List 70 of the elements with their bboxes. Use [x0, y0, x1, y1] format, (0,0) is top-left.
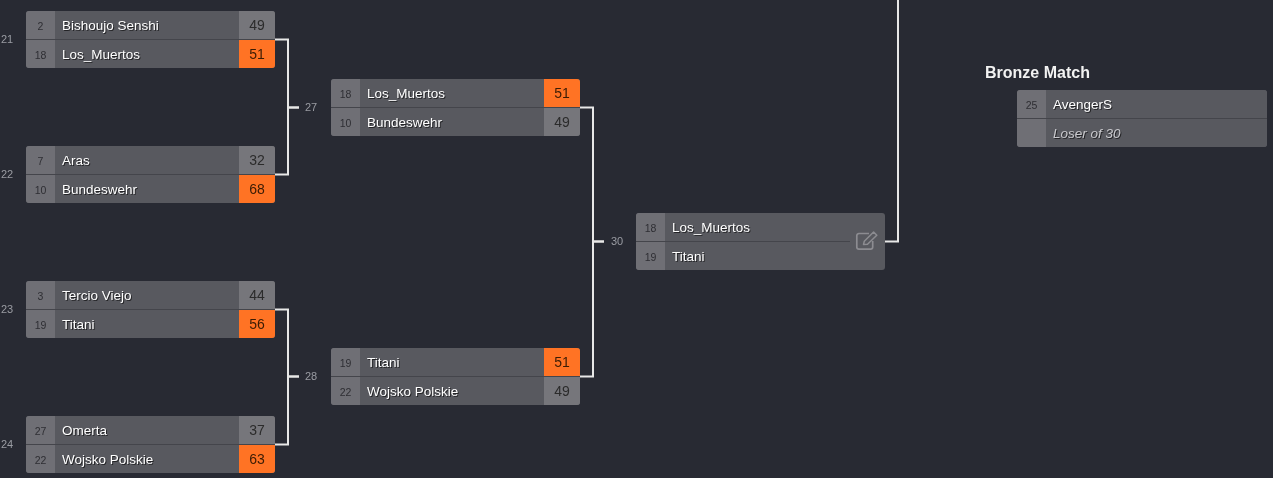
team-name: Los_Muertos	[62, 46, 141, 62]
bracket-line	[274, 375, 300, 446]
seed-number: 19	[34, 318, 47, 331]
team-name: Wojsko Polskie	[367, 383, 459, 399]
winner-score: 51	[544, 348, 580, 376]
team-row	[26, 175, 275, 203]
score: 49	[239, 11, 275, 39]
match-number: 24	[1, 437, 14, 450]
team-name: Titani	[672, 248, 705, 264]
bracket-line	[579, 240, 605, 378]
winner-score: 63	[239, 445, 275, 473]
team-row	[26, 40, 275, 68]
seed-number: 22	[34, 453, 47, 466]
team-row	[26, 146, 275, 175]
score: 37	[239, 416, 275, 444]
section-heading: Bronze Match	[985, 64, 1090, 82]
team-row	[26, 281, 275, 310]
team-row	[26, 310, 275, 338]
winner-score: 51	[239, 40, 275, 68]
team-name: Los_Muertos	[367, 85, 446, 101]
score: 32	[239, 146, 275, 174]
match-number: 27	[305, 100, 318, 113]
team-name: Los_Muertos	[672, 219, 751, 235]
team-row	[636, 213, 850, 242]
seed-number: 18	[644, 221, 657, 234]
team-row	[26, 416, 275, 445]
seed-number: 2	[37, 19, 44, 32]
team-row	[331, 377, 580, 405]
seed-number: 18	[339, 87, 352, 100]
team-name: AvengerS	[1053, 96, 1113, 112]
team-row	[26, 445, 275, 473]
team-row	[1017, 119, 1267, 147]
seed-number: 18	[34, 48, 47, 61]
team-name: Bundeswehr	[62, 181, 138, 197]
team-row	[26, 11, 275, 40]
match-number: 30	[611, 234, 624, 247]
score: 44	[239, 281, 275, 309]
team-row	[331, 79, 580, 108]
seed-number: 19	[644, 250, 657, 263]
team-name: Bishoujo Senshi	[62, 17, 159, 33]
score: 49	[544, 108, 580, 136]
team-name: Bundeswehr	[367, 114, 443, 130]
winner-score: 68	[239, 175, 275, 203]
seed-number: 7	[37, 154, 44, 167]
seed-number: 10	[34, 183, 47, 196]
seed-number: 25	[1025, 98, 1038, 111]
seed-number: 27	[34, 424, 47, 437]
team-name: Aras	[62, 152, 90, 168]
team-name: Tercio Viejo	[62, 287, 132, 303]
score: 49	[544, 377, 580, 405]
team-name: Titani	[367, 354, 400, 370]
team-name: Omerta	[62, 422, 107, 438]
winner-score: 56	[239, 310, 275, 338]
match-number: 22	[1, 167, 14, 180]
match-number: 23	[1, 302, 14, 315]
seed-number: 10	[339, 116, 352, 129]
team-name: Wojsko Polskie	[62, 451, 154, 467]
match-number: 28	[305, 369, 318, 382]
seed-number: 22	[339, 385, 352, 398]
placeholder-text: Loser of 30	[1053, 125, 1121, 141]
team-row	[331, 348, 580, 377]
seed-number: 19	[339, 356, 352, 369]
seed-number: 3	[37, 289, 44, 302]
winner-score: 51	[544, 79, 580, 107]
team-row	[1017, 90, 1267, 119]
match-number: 21	[1, 32, 14, 45]
bracket-line	[274, 106, 300, 176]
team-name: Titani	[62, 316, 95, 332]
bracket-line	[884, 0, 899, 243]
team-row	[331, 108, 580, 136]
